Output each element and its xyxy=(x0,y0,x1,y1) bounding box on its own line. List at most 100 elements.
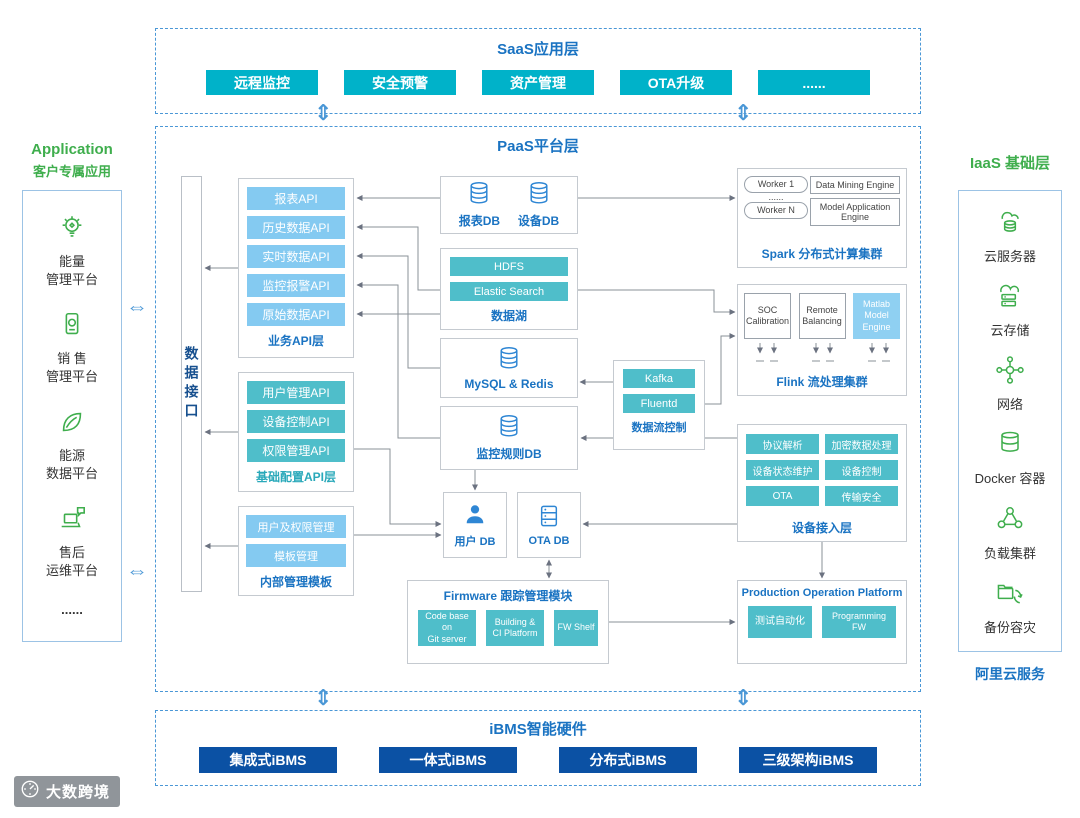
energy-data-icon xyxy=(57,407,87,442)
database-icon xyxy=(498,414,520,443)
remote-balancing-cell: Remote Balancing xyxy=(798,293,846,339)
spark-content: Worker 1 ...... Worker N Data Mining Eng… xyxy=(744,176,900,226)
production-cells: 测试自动化 Programming FW xyxy=(738,606,906,638)
saas-item-asset-management: 资产管理 xyxy=(482,70,594,95)
user-icon xyxy=(463,502,487,531)
app-item-more: ...... xyxy=(61,602,83,618)
api-realtime-data: 实时数据API xyxy=(247,245,345,268)
spark-worker-n: Worker N xyxy=(744,202,808,219)
iaas-item-label: 网络 xyxy=(996,397,1023,413)
hdfs-cell: HDFS xyxy=(450,257,568,276)
data-interface-bar: 数据接口 xyxy=(181,176,202,592)
energy-management-icon xyxy=(57,213,87,248)
monitor-rule-db-label: 监控规则DB xyxy=(476,447,542,461)
data-mining-engine: Data Mining Engine xyxy=(810,176,900,194)
soc-calibration-cell: SOC Calibration xyxy=(744,293,791,339)
app-item-sales-management: 销 售 管理平台 xyxy=(46,310,98,385)
elastic-search-cell: Elastic Search xyxy=(450,282,568,301)
ibms-integrated: 集成式iBMS xyxy=(199,747,337,773)
flink-label: Flink 流处理集群 xyxy=(776,375,868,389)
iaas-item-backup-dr: 备份容灾 xyxy=(984,577,1036,637)
production-title: Production Operation Platform xyxy=(741,587,903,599)
iaas-item-label: 云存储 xyxy=(990,322,1030,338)
iaas-item-load-cluster: 负载集群 xyxy=(984,503,1036,563)
device-status-maintain: 设备状态维护 xyxy=(746,460,819,480)
api-raw-data: 原始数据API xyxy=(247,303,345,326)
saas-layer-box: SaaS应用层 远程监控 安全预警 资产管理 OTA升级 ...... xyxy=(155,28,921,114)
mysql-redis-db: MySQL & Redis xyxy=(464,346,554,391)
device-db-label: 设备DB xyxy=(517,214,560,228)
iaas-item-network: 网络 xyxy=(994,354,1026,414)
ota-db-box: OTA DB xyxy=(517,492,581,558)
saas-layer-title: SaaS应用层 xyxy=(497,41,579,58)
device-db: 设备DB xyxy=(518,181,559,229)
report-db: 报表DB xyxy=(459,181,500,229)
flink-cluster-box: SOC Calibration Remote Balancing Matlab … xyxy=(737,284,907,396)
app-item-label: 销 售 管理平台 xyxy=(45,351,98,384)
watermark: 大数跨境 xyxy=(14,776,121,807)
device-access-label: 设备接入层 xyxy=(791,521,852,535)
iaas-title: IaaS 基础层 xyxy=(969,155,1051,172)
business-api-box: 报表API 历史数据API 实时数据API 监控报警API 原始数据API 业务… xyxy=(238,178,354,358)
load-cluster-icon xyxy=(994,503,1026,540)
data-flow-box: Kafka Fluentd 数据流控制 xyxy=(613,360,705,450)
iaas-item-cloud-server: 云服务器 xyxy=(984,206,1036,266)
device-control: 设备控制 xyxy=(825,460,898,480)
iaas-item-label: 备份容灾 xyxy=(983,619,1036,635)
production-programming-fw-cell: Programming FW xyxy=(822,606,896,638)
after-sales-icon xyxy=(57,504,87,539)
flink-cells: SOC Calibration Remote Balancing Matlab … xyxy=(744,293,900,339)
data-flow-label: 数据流控制 xyxy=(631,422,687,434)
app-item-after-sales: 售后 运维平台 xyxy=(46,504,98,579)
iaas-item-label: 云服务器 xyxy=(983,248,1036,264)
sales-management-icon xyxy=(57,310,87,345)
saas-item-ota-upgrade: OTA升级 xyxy=(620,70,732,95)
flink-output-arrows xyxy=(756,343,890,362)
ibms-items-row: 集成式iBMS 一体式iBMS 分布式iBMS 三级架构iBMS xyxy=(156,747,920,773)
saas-items-row: 远程监控 安全预警 资产管理 OTA升级 ...... xyxy=(156,70,920,95)
internal-mgmt-box: 用户及权限管理 模板管理 内部管理模板 xyxy=(238,506,354,596)
saas-item-remote-monitoring: 远程监控 xyxy=(206,70,318,95)
user-permission-mgmt: 用户及权限管理 xyxy=(246,515,346,538)
internal-mgmt-label: 内部管理模板 xyxy=(259,575,332,589)
network-icon xyxy=(994,354,1026,391)
app-item-energy-data: 能源 数据平台 xyxy=(46,407,98,482)
business-api-label: 业务API层 xyxy=(267,334,324,348)
api-device-control: 设备控制API xyxy=(247,410,345,433)
app-item-label: 能源 数据平台 xyxy=(45,448,98,481)
data-lake-box: HDFS Elastic Search 数据湖 xyxy=(440,248,578,330)
cloud-server-icon xyxy=(994,206,1026,243)
paas-layer-box: PaaS平台层 xyxy=(155,126,921,692)
firmware-codebase-cell: Code base on Git server xyxy=(418,610,476,646)
spark-label: Spark 分布式计算集群 xyxy=(761,247,883,261)
ibms-distributed: 分布式iBMS xyxy=(559,747,697,773)
api-monitor-alert: 监控报警API xyxy=(247,274,345,297)
spark-engines: Data Mining Engine Model Application Eng… xyxy=(810,176,900,226)
spark-workers: Worker 1 ...... Worker N xyxy=(744,176,808,226)
database-icon xyxy=(468,181,490,210)
device-transport-security: 传输安全 xyxy=(825,486,898,506)
user-db-box: 用户 DB xyxy=(443,492,507,558)
ibms-layer-box: iBMS智能硬件 集成式iBMS 一体式iBMS 分布式iBMS 三级架构iBM… xyxy=(155,710,921,786)
spark-worker-1: Worker 1 xyxy=(744,176,808,193)
spark-cluster-box: Worker 1 ...... Worker N Data Mining Eng… xyxy=(737,168,907,268)
iaas-item-label: 负载集群 xyxy=(983,545,1036,561)
mysql-redis-box: MySQL & Redis xyxy=(440,338,578,398)
fluentd-cell: Fluentd xyxy=(623,394,695,413)
updown-arrow-bottom-left: ⇕ xyxy=(314,685,333,710)
application-panel: 能量 管理平台 销 售 管理平台 能源 数据平台 xyxy=(22,190,122,642)
model-application-engine: Model Application Engine xyxy=(810,198,900,226)
iaas-panel: 云服务器 云存储 xyxy=(958,190,1062,652)
config-api-box: 用户管理API 设备控制API 权限管理API 基础配置API层 xyxy=(238,372,354,492)
device-access-grid: 协议解析 加密数据处理 设备状态维护 设备控制 OTA 传输安全 xyxy=(746,434,898,506)
firmware-ci-cell: Building & CI Platform xyxy=(486,610,544,646)
device-ota: OTA xyxy=(746,486,819,506)
docker-container-icon xyxy=(994,428,1026,465)
production-box: Production Operation Platform 测试自动化 Prog… xyxy=(737,580,907,664)
kafka-cell: Kafka xyxy=(623,369,695,388)
aliyun-footer: 阿里云服务 xyxy=(975,666,1045,682)
mysql-redis-label: MySQL & Redis xyxy=(464,376,554,391)
ota-server-icon xyxy=(538,504,560,533)
